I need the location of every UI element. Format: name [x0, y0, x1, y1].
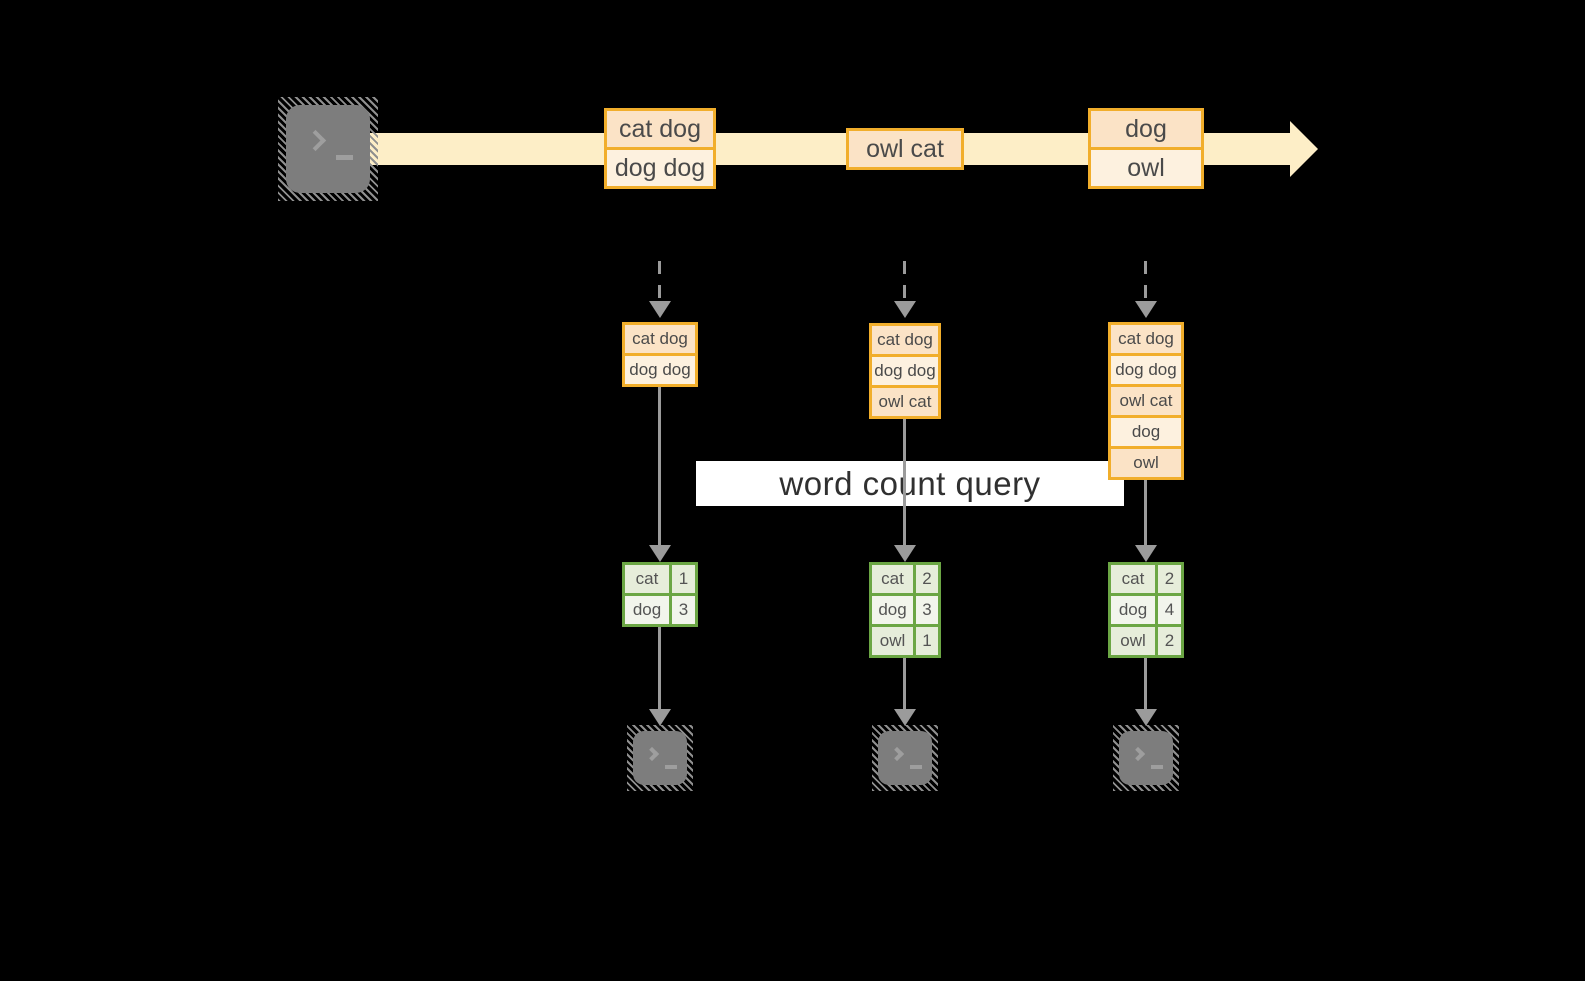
buffer-line: owl cat: [872, 388, 938, 416]
buffer-line: owl: [1111, 449, 1181, 477]
buffer-line: dog dog: [872, 357, 938, 385]
prompt-underscore-icon: [1151, 765, 1163, 769]
prompt-underscore-icon: [910, 765, 922, 769]
count-value: 1: [672, 565, 695, 593]
record-line: dog dog: [607, 150, 713, 186]
stream-record: cat dog dog dog: [604, 108, 716, 189]
arrow-down-icon: [1144, 480, 1147, 546]
arrow-down-head: [894, 545, 916, 562]
buffer-stack: cat dog dog dog owl cat: [869, 323, 941, 419]
arrow-down-icon: [658, 627, 661, 710]
buffer-stack: cat dog dog dog owl cat dog owl: [1108, 322, 1184, 480]
buffer-line: owl cat: [1111, 387, 1181, 415]
arrow-down-icon: [903, 419, 906, 546]
count-word: owl: [1111, 627, 1155, 655]
arrow-down-head: [649, 545, 671, 562]
arrow-down-head: [1135, 709, 1157, 726]
stream-record: dog owl: [1088, 108, 1204, 189]
arrow-right-icon: [1290, 121, 1318, 177]
count-value: 3: [916, 596, 938, 624]
count-value: 3: [672, 596, 695, 624]
record-line: owl cat: [849, 131, 961, 167]
prompt-chevron-icon: [1130, 746, 1146, 762]
sink-terminal-icon: [1113, 725, 1179, 791]
prompt-chevron-icon: [889, 746, 905, 762]
arrow-down-icon: [1144, 261, 1147, 301]
arrow-down-head: [649, 709, 671, 726]
count-table: cat 1 dog 3: [622, 562, 698, 627]
count-value: 4: [1158, 596, 1181, 624]
arrow-down-icon: [658, 261, 661, 301]
terminal-screen: [1119, 731, 1173, 785]
sink-terminal-icon: [872, 725, 938, 791]
terminal-screen: [633, 731, 687, 785]
terminal-screen: [878, 731, 932, 785]
arrow-down-head: [894, 709, 916, 726]
arrow-down-head: [1135, 301, 1157, 318]
query-label-band: word count query: [696, 461, 1124, 506]
prompt-chevron-icon: [304, 129, 327, 152]
count-value: 2: [1158, 565, 1181, 593]
terminal-screen: [286, 105, 370, 193]
sink-terminal-icon: [627, 725, 693, 791]
arrow-down-icon: [903, 658, 906, 710]
buffer-line: dog: [1111, 418, 1181, 446]
count-word: cat: [1111, 565, 1155, 593]
arrow-down-icon: [1144, 658, 1147, 710]
source-terminal-icon: [278, 97, 378, 201]
count-word: dog: [872, 596, 913, 624]
count-table: cat 2 dog 4 owl 2: [1108, 562, 1184, 658]
query-label: word count query: [779, 464, 1041, 502]
buffer-line: cat dog: [872, 326, 938, 354]
record-line: dog: [1091, 111, 1201, 147]
arrow-down-head: [894, 301, 916, 318]
buffer-line: dog dog: [1111, 356, 1181, 384]
arrow-down-icon: [903, 261, 906, 301]
record-line: owl: [1091, 150, 1201, 186]
arrow-down-head: [649, 301, 671, 318]
count-value: 2: [916, 565, 938, 593]
count-table: cat 2 dog 3 owl 1: [869, 562, 941, 658]
count-word: cat: [872, 565, 913, 593]
buffer-stack: cat dog dog dog: [622, 322, 698, 387]
count-word: dog: [625, 596, 669, 624]
stream-record: owl cat: [846, 128, 964, 170]
arrow-down-icon: [658, 387, 661, 546]
count-word: owl: [872, 627, 913, 655]
count-word: cat: [625, 565, 669, 593]
buffer-line: cat dog: [625, 325, 695, 353]
record-line: cat dog: [607, 111, 713, 147]
count-value: 2: [1158, 627, 1181, 655]
prompt-chevron-icon: [644, 746, 660, 762]
prompt-underscore-icon: [665, 765, 677, 769]
count-word: dog: [1111, 596, 1155, 624]
arrow-down-head: [1135, 545, 1157, 562]
prompt-underscore-icon: [336, 155, 353, 160]
buffer-line: cat dog: [1111, 325, 1181, 353]
buffer-line: dog dog: [625, 356, 695, 384]
count-value: 1: [916, 627, 938, 655]
